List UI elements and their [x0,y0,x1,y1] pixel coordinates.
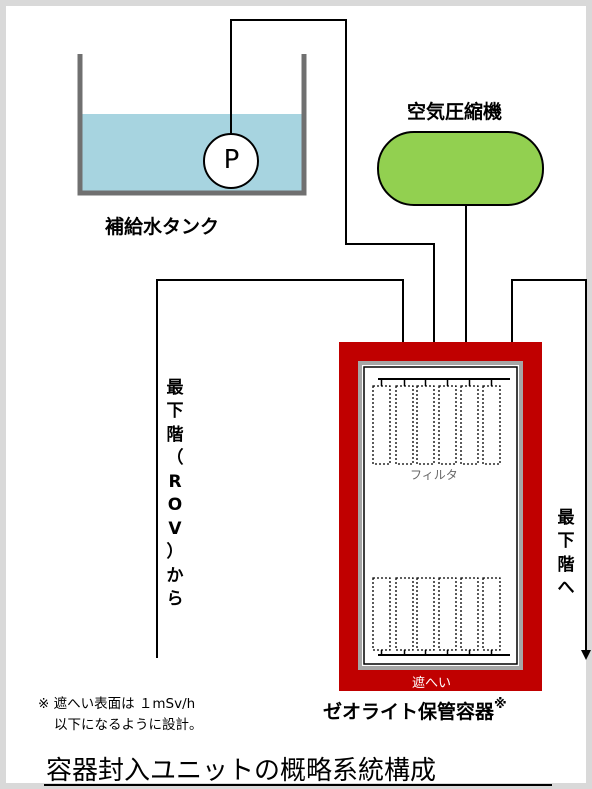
tank-wall [77,54,307,196]
pump-label: P [223,145,240,175]
container-label: ゼオライト保管容器※ [323,697,507,724]
tank-label: 補給水タンク [105,216,220,238]
piping [156,19,591,660]
tank-water [82,114,303,192]
compressor-label: 空気圧縮機 [407,101,503,123]
supply-water-tank [77,54,307,196]
air-compressor [377,131,544,206]
caption: 容器封入ユニットの概略系統構成 [46,756,437,786]
container-note-mark: ※ [494,697,507,712]
pipe-from-bottom-floor [156,279,408,658]
pipe-to-bottom-floor [511,279,591,660]
from-bottom-floor-label: 最 下 階 （ R O V ） か ら [166,378,184,610]
container-vessel [363,366,518,665]
container-name: ゼオライト保管容器 [323,701,495,723]
note-line-1: ※ 遮へい表面は １mSv/h [38,696,196,712]
lower-filter-bank [372,577,510,656]
filter-label: フィルタ [410,468,458,482]
upper-filter-bank [372,378,510,465]
to-bottom-floor-label: 最 下 階 へ [557,508,575,599]
pipe-water-supply [230,19,439,375]
note-line-2: 以下になるように設計。 [54,717,203,733]
shield-label: 遮へい [412,676,452,691]
